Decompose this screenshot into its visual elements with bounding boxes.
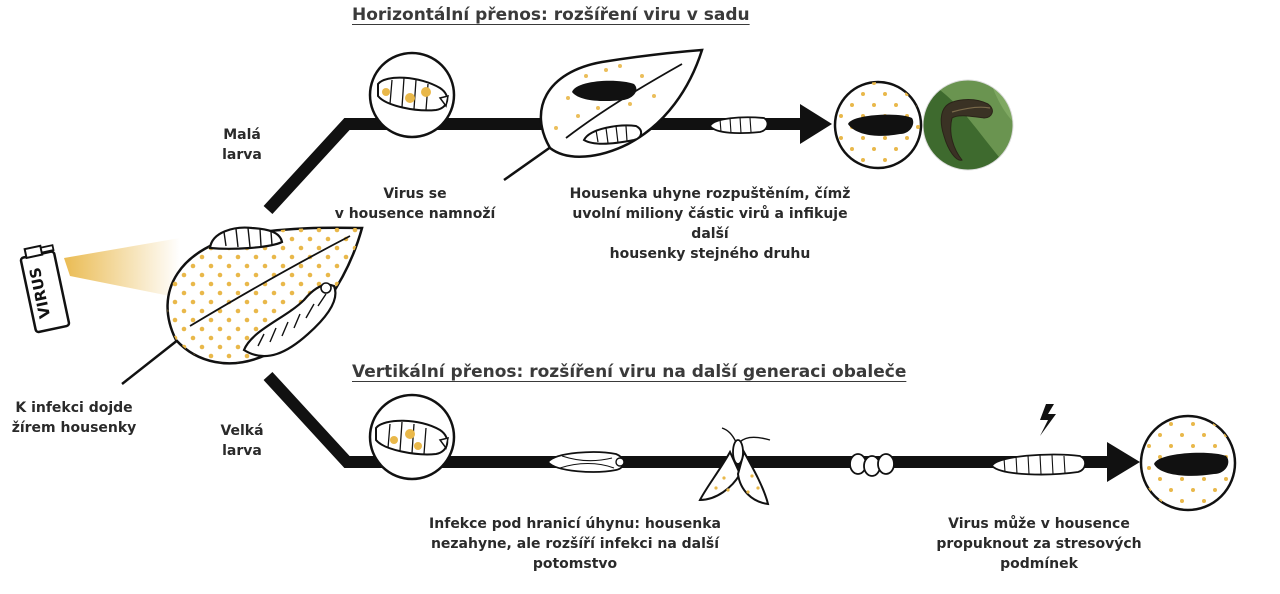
virus-multiplying-circle: [368, 51, 456, 139]
moth: [698, 427, 771, 506]
orchard-leaf-vein: [565, 63, 683, 139]
main-leaf-vein: [189, 235, 351, 327]
pupa: [546, 451, 625, 473]
vertical-transmission-title: Vertikální přenos: rozšíření viru na dal…: [352, 362, 907, 382]
sublethal-infection-label: Infekce pod hranicí úhynu: housenka neza…: [429, 516, 721, 572]
sublethal-infection-circle: [368, 393, 456, 481]
spray-mist: [64, 238, 180, 298]
virus-multiply-label: Virus se v housence namnoží: [334, 186, 496, 222]
virus-outbreak-circle: [1139, 414, 1237, 512]
virus-release-circle: [833, 80, 923, 170]
dead-larva: [572, 80, 637, 102]
large-larva: [242, 282, 337, 358]
moth-antennae: [721, 427, 771, 443]
orchard-leaf: [503, 48, 704, 182]
large-larva-label: Velká larva: [220, 423, 264, 459]
stressed-larva: [990, 453, 1086, 476]
small-larva-label: Malá larva: [222, 127, 262, 163]
vertical-arrowhead: [1107, 442, 1140, 482]
bottle-nozzle: [39, 244, 55, 254]
main-leaf: [121, 226, 364, 385]
moth-body: [732, 439, 744, 465]
horizontal-arrowhead: [800, 104, 832, 144]
virus-spray-bottle: VIRUS: [19, 238, 180, 334]
stress-lightning-icon: [1040, 404, 1056, 436]
orchard-leaf-stem: [503, 142, 556, 182]
larva-on-line: [708, 116, 769, 134]
larva-death-label: Housenka uhyne rozpuštěním, čímž uvolní …: [569, 186, 851, 262]
small-larva: [208, 226, 284, 250]
infection-label: K infekci dojde žírem housenky: [11, 400, 137, 436]
infected-larva-photo: [922, 79, 1014, 171]
horizontal-transmission-title: Horizontální přenos: rozšíření viru v sa…: [352, 5, 750, 25]
stress-outbreak-label: Virus může v housence propuknout za stre…: [936, 516, 1142, 572]
larva-cluster: [849, 453, 895, 477]
